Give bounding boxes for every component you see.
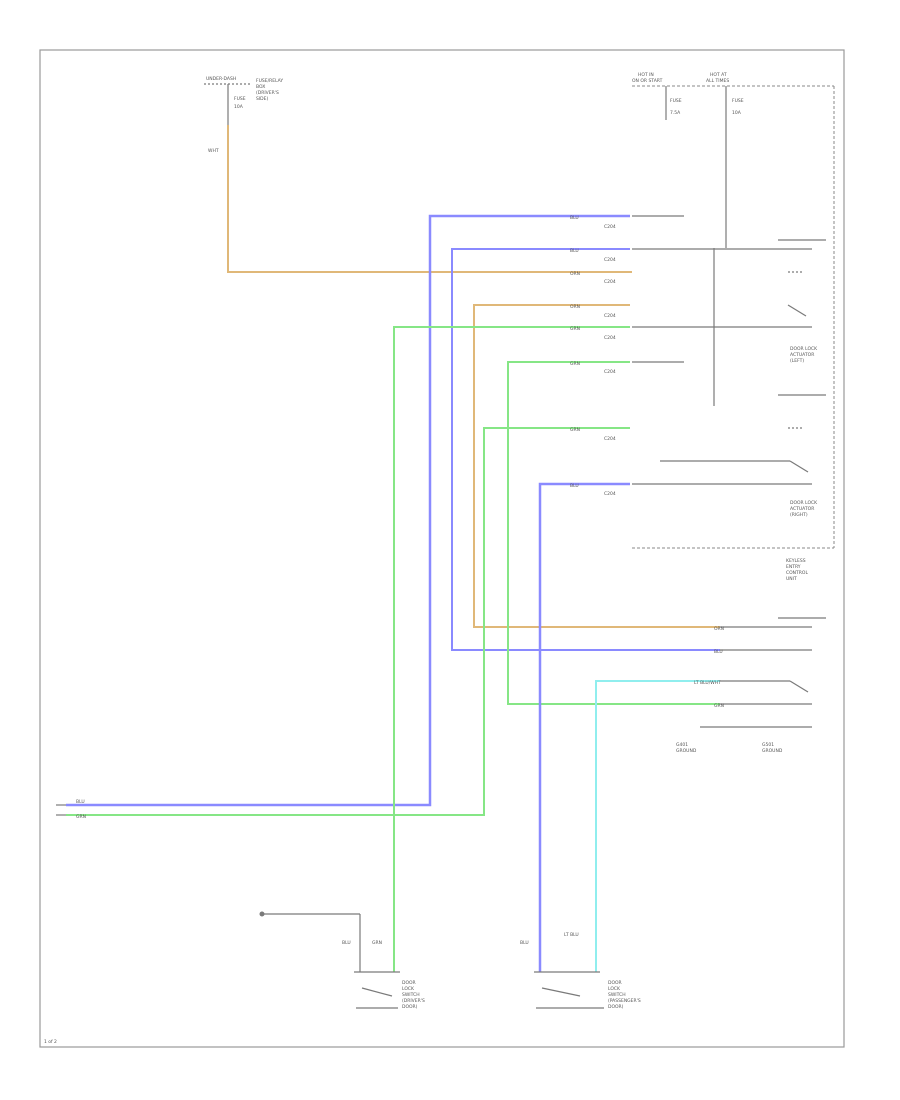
connector-wire-label: BLU [570, 248, 579, 254]
connector-wire-label: BLU [570, 215, 579, 221]
wire-color-label: BLU [714, 649, 723, 655]
connector-labels: BLU BLU ORN ORN GRN GRN GRN BLU C204 C20… [570, 215, 616, 497]
wire-green-3 [66, 427, 630, 816]
bottom-left-switch: BLU GRN DOOR LOCK SWITCH (DRIVER'S DOOR) [259, 911, 425, 1010]
component-labels-right: DOOR LOCK ACTUATOR (LEFT) DOOR LOCK ACTU… [786, 346, 818, 582]
fuse-top-right: HOT IN ON OR START HOT AT ALL TIMES FUSE… [632, 72, 835, 548]
module-label: CONTROL [786, 570, 808, 576]
switch-label: LOCK [608, 986, 621, 992]
connector-pin: C204 [604, 436, 616, 442]
connector-pin: C204 [604, 224, 616, 230]
switch-label: SWITCH [608, 992, 626, 998]
component-label: ACTUATOR [790, 352, 814, 358]
module-label: KEYLESS [786, 558, 806, 564]
connector-pin: C204 [604, 257, 616, 263]
fuse-rating: 10A [234, 104, 244, 110]
wire-cyan-1 [595, 680, 720, 972]
connector-pin: C204 [604, 313, 616, 319]
switch-symbols [787, 271, 809, 693]
switch-label: DOOR [402, 980, 416, 986]
connector-wire-label: GRN [570, 326, 580, 332]
left-wire-labels: BLU GRN [56, 799, 86, 820]
component-label: DOOR LOCK [790, 500, 818, 506]
switch-label: SWITCH [402, 992, 420, 998]
fuse-top-left: UNDER-DASH FUSE/RELAY BOX (DRIVER'S SIDE… [204, 76, 283, 154]
connector-pin: C204 [604, 335, 616, 341]
wire-blue-2 [451, 248, 720, 651]
wire-color-label: GRN [372, 940, 382, 946]
wire-orange-2 [473, 304, 720, 628]
switch-label: DOOR [608, 980, 622, 986]
connector-wire-label: BLU [570, 483, 579, 489]
switch-label: DOOR) [402, 1004, 418, 1010]
page-reference: 1 of 2 [44, 1039, 57, 1045]
switch-label: (DRIVER'S [402, 998, 425, 1004]
power-source-label: ON OR START [632, 78, 663, 84]
fuse-box-desc: SIDE) [256, 96, 268, 102]
module-label: ENTRY [786, 564, 801, 570]
wire-color-label: GRN [714, 703, 724, 709]
wire-color-label: LT BLU/WHT [694, 680, 721, 686]
fuse-label: FUSE [234, 96, 246, 102]
wire-color-label: ORN [714, 626, 724, 632]
fuse-box-desc: (DRIVER'S [256, 90, 279, 96]
fuse-rating: 7.5A [670, 110, 681, 116]
component-label: ACTUATOR [790, 506, 814, 512]
ground-label: GROUND [762, 748, 783, 754]
fuse-label: FUSE [670, 98, 682, 104]
fuse-rating: 10A [732, 110, 742, 116]
lower-right-labels: ORN BLU LT BLU/WHT GRN G401 GROUND G501 … [676, 626, 783, 754]
wire-color-label: LT BLU [564, 932, 579, 938]
gray-wires [632, 215, 834, 728]
wire-blue-3 [538, 482, 630, 972]
wire-color-label: BLU [76, 799, 85, 805]
ground-label: G501 [762, 742, 774, 748]
connector-wire-label: ORN [570, 271, 580, 277]
fuse-box-title: UNDER-DASH [206, 76, 236, 82]
wire-orange-1 [227, 125, 632, 273]
connector-wire-label: GRN [570, 427, 580, 433]
wire-color-label: BLU [520, 940, 529, 946]
ground-label: G401 [676, 742, 688, 748]
switch-label: DOOR) [608, 1004, 624, 1010]
bottom-right-switch: BLU LT BLU DOOR LOCK SWITCH (PASSENGER'S… [520, 932, 641, 1010]
wire-color-label: WHT [208, 148, 219, 154]
fuse-box-desc: BOX [256, 84, 265, 90]
wire-color-label: BLU [342, 940, 351, 946]
power-source-label: ALL TIMES [706, 78, 729, 84]
wire-blue-1 [66, 214, 630, 807]
connector-pin: C204 [604, 369, 616, 375]
connector-wire-label: ORN [570, 304, 580, 310]
connector-pin: C204 [604, 491, 616, 497]
component-label: (RIGHT) [790, 512, 808, 518]
fuse-label: FUSE [732, 98, 744, 104]
ground-label: GROUND [676, 748, 697, 754]
module-label: UNIT [786, 576, 797, 582]
switch-label: LOCK [402, 986, 415, 992]
wire-green-1 [393, 326, 630, 972]
power-source-label: HOT IN [638, 72, 654, 78]
connector-pin: C204 [604, 279, 616, 285]
wire-color-label: GRN [76, 814, 86, 820]
component-label: (LEFT) [790, 358, 804, 364]
connector-wire-label: GRN [570, 361, 580, 367]
switch-label: (PASSENGER'S [608, 998, 641, 1004]
fuse-box-desc: FUSE/RELAY [256, 78, 283, 84]
wire-green-2 [507, 361, 720, 705]
component-label: DOOR LOCK [790, 346, 818, 352]
power-source-label: HOT AT [710, 72, 727, 78]
diagram-frame [39, 49, 845, 1048]
